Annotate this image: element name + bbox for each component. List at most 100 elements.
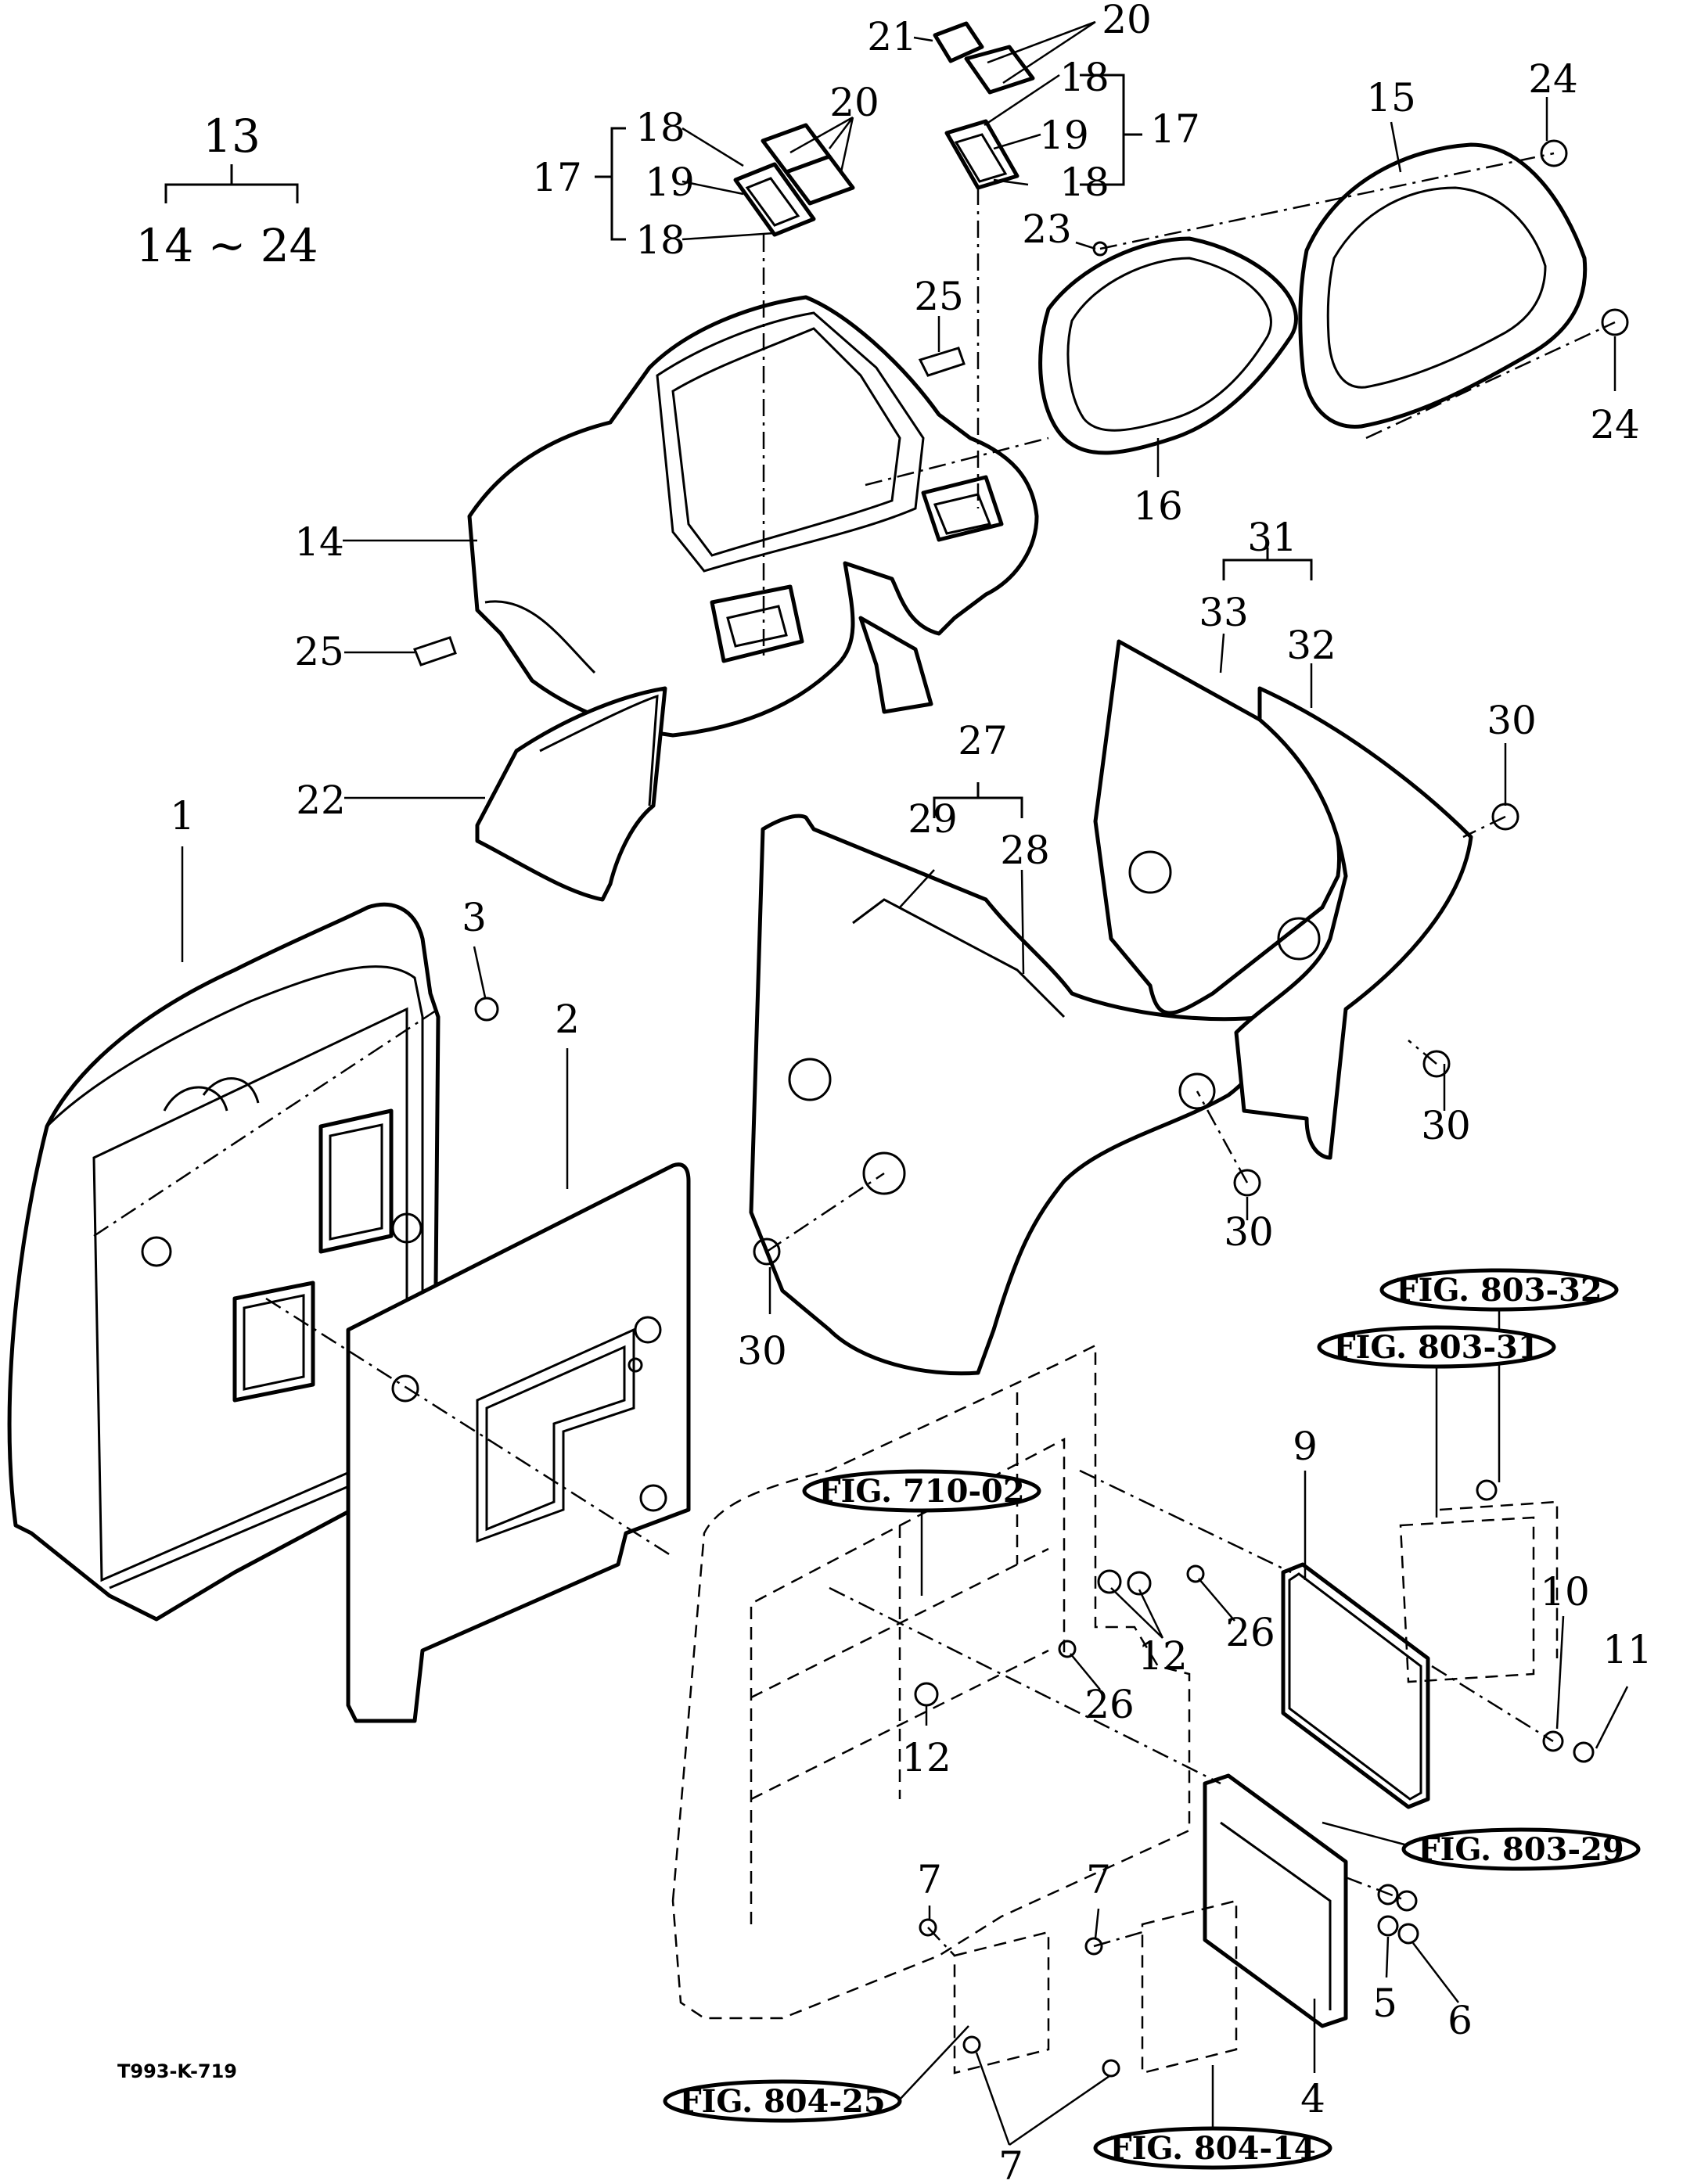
fig-803-29-label: FIG. 803-29 (1418, 1831, 1624, 1868)
part-number-label: 26 (1084, 1682, 1135, 1727)
part-number-label: 28 (1000, 828, 1050, 873)
group-bracket-13: 13 14 ~ 24 (135, 110, 318, 272)
assembly-lines (93, 152, 1616, 1956)
duct-part-22 (475, 686, 667, 902)
grommet-24-bottom-icon (1601, 308, 1629, 336)
bracket-part-4 (1203, 1773, 1348, 2028)
part-number-label: 1 (170, 793, 195, 839)
knob-30-left-icon (753, 1237, 781, 1266)
part-number-label: 16 (1133, 483, 1183, 529)
drawing-code: T993-K-719 (117, 2060, 237, 2082)
leader-lines (181, 20, 1629, 2146)
knob-30-center-icon (1233, 1169, 1261, 1197)
part-number-label: 25 (294, 629, 344, 674)
side-cover-part-33 (1093, 639, 1341, 1015)
part-number-label: 21 (867, 14, 917, 59)
group-assembly-number: 13 (203, 110, 261, 163)
part-number-label: 10 (1540, 1569, 1590, 1615)
part-number-label: 12 (901, 1735, 951, 1780)
screw-25-left-icon (413, 636, 457, 666)
nut-12-right-a-icon (1097, 1569, 1122, 1594)
module-fig-804-25 (953, 1931, 1050, 2074)
gasket-plate-part-2 (346, 1162, 691, 1723)
part-number-label: 7 (1086, 1857, 1111, 1902)
switch-panel-right-17 (944, 119, 1020, 190)
nut-12-right-b-icon (1127, 1571, 1152, 1596)
nut-11-icon (1573, 1741, 1595, 1763)
part-number-label: 30 (737, 1328, 787, 1374)
part-number-label: 20 (829, 80, 879, 125)
figure-reference-804-14: FIG. 804-14 (1093, 2126, 1332, 2170)
module-fig-804-14 (1141, 1899, 1238, 2074)
grommet-24-top-icon (1540, 139, 1568, 167)
screw-7-bottom-b-icon (1102, 2059, 1120, 2078)
part-number-label: 20 (1102, 0, 1152, 42)
screw-7-bottom-a-icon (962, 2035, 981, 2054)
meter-case-part-16 (1038, 236, 1298, 455)
part-number-label: 30 (1224, 1209, 1274, 1255)
washer-10-icon (1542, 1730, 1564, 1752)
part-number-labels: 1 2 3 4 5 6 7 7 7 9 10 11 12 12 14 15 16… (170, 0, 1652, 2184)
part-number-label: 30 (1487, 698, 1537, 743)
part-number-label: 11 (1602, 1627, 1652, 1672)
nut-6-icon (1397, 1923, 1419, 1945)
part-number-label: 23 (1022, 207, 1072, 252)
washer-5-icon (1377, 1915, 1399, 1937)
part-number-label: 18 (635, 217, 685, 263)
screw-25-top-icon (918, 347, 966, 377)
part-number-label: 15 (1366, 75, 1416, 120)
fasteners (413, 139, 1629, 2078)
part-number-label: 18 (1059, 160, 1109, 205)
part-number-label: 6 (1447, 1998, 1473, 2043)
part-number-label: 27 (958, 718, 1008, 763)
plate-part-9 (1281, 1562, 1430, 1809)
part-number-label: 7 (998, 2143, 1023, 2181)
nut-6-top-icon (1396, 1890, 1418, 1912)
part-number-label: 32 (1286, 623, 1336, 668)
knob-30-mid-icon (1422, 1050, 1451, 1078)
part-number-label: 17 (1150, 106, 1200, 152)
fig-710-02-label: FIG. 710-02 (818, 1473, 1024, 1510)
fig-804-14-label: FIG. 804-14 (1109, 2130, 1315, 2167)
figure-reference-710-02: FIG. 710-02 (802, 1469, 1041, 1513)
bezel-part-15 (1298, 142, 1588, 429)
part-number-label: 24 (1528, 56, 1578, 102)
screw-7-center-icon (1084, 1937, 1103, 1956)
screw-26-center-icon (1058, 1640, 1077, 1658)
screw-26-right-icon (1186, 1564, 1205, 1583)
part-number-label: 9 (1293, 1424, 1318, 1469)
part-number-label: 18 (635, 105, 685, 150)
part-number-label: 33 (1199, 590, 1249, 635)
part-number-label: 19 (645, 160, 695, 205)
part-number-label: 5 (1372, 1981, 1397, 2026)
washer-5-top-icon (1377, 1884, 1399, 1906)
figure-reference-803-31: FIG. 803-31 (1317, 1325, 1556, 1369)
figure-reference-803-32: FIG. 803-32 (1379, 1268, 1619, 1312)
part-number-label: 31 (1247, 515, 1297, 560)
figure-reference-803-29: FIG. 803-29 (1401, 1827, 1641, 1871)
figure-reference-804-25: FIG. 804-25 (663, 2079, 902, 2123)
part-number-label: 14 (294, 519, 344, 565)
part-number-label: 30 (1421, 1103, 1471, 1148)
fig-804-25-label: FIG. 804-25 (679, 2083, 885, 2120)
nut-12-left-icon (914, 1682, 939, 1707)
part-number-label: 17 (532, 155, 582, 200)
part-number-label: 4 (1300, 2076, 1325, 2121)
controller-unit-fig-803-31 (1399, 1500, 1559, 1683)
part-number-label: 24 (1590, 402, 1640, 447)
part-number-label: 25 (914, 274, 964, 319)
fig-803-32-label: FIG. 803-32 (1396, 1272, 1602, 1309)
part-number-label: 7 (917, 1857, 942, 1902)
part-number-label: 2 (555, 997, 580, 1042)
side-cover-part-32 (1234, 686, 1473, 1160)
part-number-label: 22 (296, 778, 346, 823)
group-range: 14 ~ 24 (135, 219, 318, 272)
switch-21 (933, 21, 1035, 95)
part-number-label: 18 (1059, 55, 1109, 100)
part-number-label: 12 (1138, 1633, 1188, 1679)
bolt-3-icon (474, 997, 499, 1022)
fig-803-31-label: FIG. 803-31 (1333, 1329, 1539, 1366)
part-number-label: 3 (462, 895, 487, 940)
